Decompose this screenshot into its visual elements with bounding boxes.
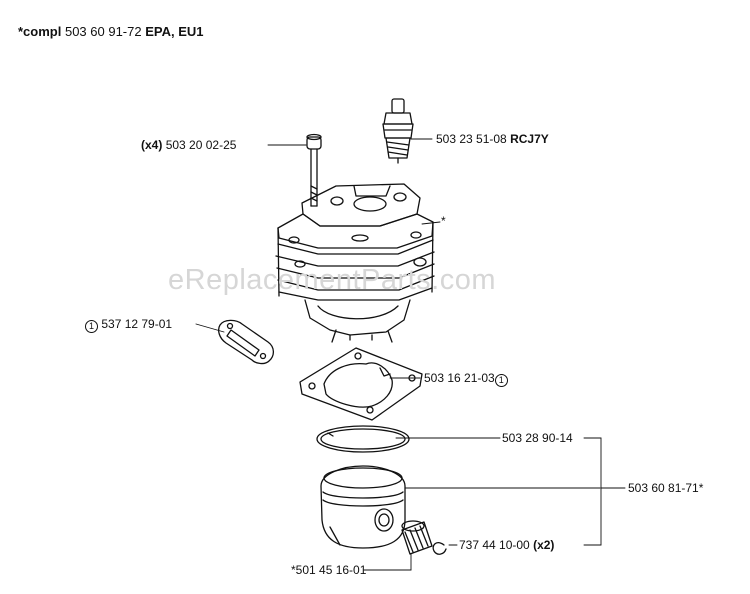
circlip-qty: (x2) xyxy=(533,538,555,552)
spark-plug-note: RCJ7Y xyxy=(510,132,549,146)
small-gasket-drawing xyxy=(218,319,275,365)
note-circle-marker: 1 xyxy=(494,374,508,387)
base-gasket-number: 503 16 21-03 xyxy=(424,371,495,385)
label-cylinder-mark: * xyxy=(441,214,446,228)
label-needle-bearing[interactable]: *501 45 16-01 xyxy=(291,563,367,577)
label-piston-kit[interactable]: 503 60 81-71* xyxy=(628,481,704,495)
label-spark-plug[interactable]: 503 23 51-08 RCJ7Y xyxy=(436,132,549,146)
piston-ring-drawing xyxy=(316,425,410,453)
bolt-qty: (x4) xyxy=(141,138,163,152)
leader-lines xyxy=(195,138,626,571)
label-small-gasket[interactable]: 1 537 12 79-01 xyxy=(85,317,172,333)
bolt-drawing xyxy=(306,133,322,207)
base-gasket-drawing xyxy=(299,347,423,421)
piston-drawing xyxy=(320,465,406,549)
label-piston-ring[interactable]: 503 28 90-14 xyxy=(502,431,573,445)
circlip-number: 737 44 10-00 xyxy=(459,538,530,552)
header-number: 503 60 91-72 xyxy=(64,24,142,39)
header-prefix: *compl xyxy=(18,24,62,39)
circlip-drawing xyxy=(432,542,447,555)
needle-bearing-drawing xyxy=(401,520,433,555)
cylinder-drawing xyxy=(275,183,435,343)
header-suffix: EPA, EU1 xyxy=(145,24,204,39)
note-circle-marker: 1 xyxy=(85,320,98,333)
spark-plug-number: 503 23 51-08 xyxy=(436,132,507,146)
watermark: eReplacementParts.com xyxy=(168,264,497,296)
spark-plug-drawing xyxy=(382,98,414,164)
assembly-header: *compl 503 60 91-72 EPA, EU1 xyxy=(18,24,204,39)
small-gasket-number: 537 12 79-01 xyxy=(101,317,173,331)
bolt-number: 503 20 02-25 xyxy=(165,138,237,152)
label-bolt[interactable]: (x4) 503 20 02-25 xyxy=(141,138,236,152)
label-circlip[interactable]: 737 44 10-00 (x2) xyxy=(459,538,554,552)
